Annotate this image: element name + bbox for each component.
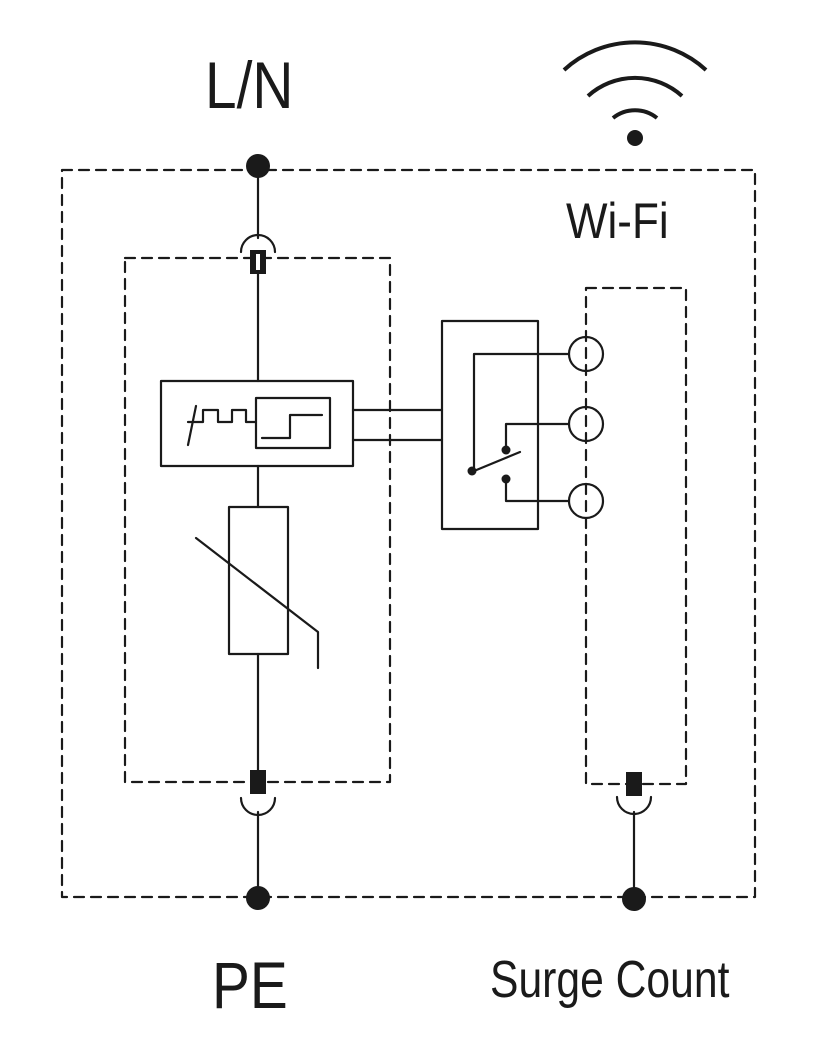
contact-switch-blade <box>472 450 522 473</box>
wifi-label: Wi-Fi <box>566 193 669 249</box>
contact-nc-dot <box>501 445 511 455</box>
protective-earth-label: PE <box>212 948 288 1022</box>
top-connector-arc <box>239 233 277 254</box>
terminal-3 <box>567 482 605 520</box>
contact-common-wire <box>472 352 571 473</box>
terminal-ln-dot <box>246 154 270 178</box>
contact-no-wire <box>504 477 571 503</box>
terminal-2 <box>567 405 605 443</box>
contact-pivot-dot <box>467 466 477 476</box>
varistor-characteristic-line <box>194 536 320 670</box>
terminal-1 <box>567 335 605 373</box>
outer-enclosure <box>60 168 757 899</box>
wifi-dot <box>627 130 643 146</box>
terminal-pe-dot <box>246 886 270 910</box>
thermal-switch-symbol <box>186 404 258 447</box>
contact-nc-wire <box>504 422 571 452</box>
surge-count-label: Surge Count <box>490 951 730 1009</box>
terminal-surge-dot <box>622 887 646 911</box>
bottom-connector-arc <box>239 796 277 817</box>
line-neutral-label: L/N <box>205 48 294 122</box>
wifi-icon <box>562 40 708 120</box>
bottom-plug <box>250 770 266 794</box>
indicator-step-symbol <box>260 413 324 440</box>
thermal-disconnector-box <box>159 379 355 468</box>
contact-no-dot <box>501 474 511 484</box>
varistor-body <box>227 505 290 656</box>
counter-plug <box>626 772 642 796</box>
indicator-box <box>254 396 332 450</box>
